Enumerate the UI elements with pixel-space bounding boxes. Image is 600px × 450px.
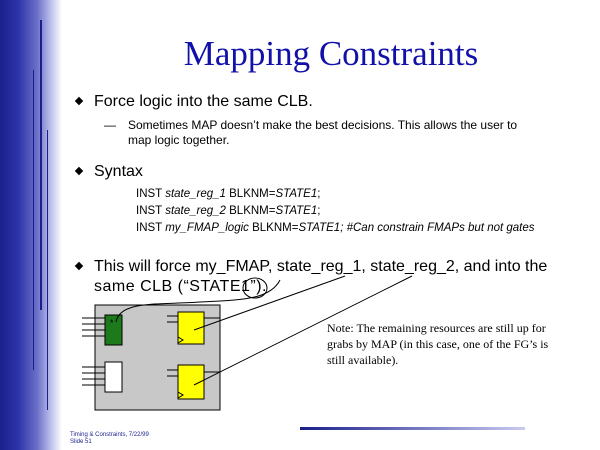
- footer-slide-number: Slide 51: [70, 439, 92, 445]
- footer-title: Timing & Constraints, 7/22/99: [70, 432, 149, 438]
- callout-line: [193, 275, 413, 386]
- sub-bullet-line: Sometimes MAP doesn’t make the best deci…: [128, 118, 518, 132]
- code-line: INST state_reg_1 BLKNM=STATE1;: [136, 188, 321, 200]
- sidebar-stripe: [0, 0, 62, 450]
- fmap-star: *: [110, 318, 114, 328]
- code-line: INST state_reg_2 BLKNM=STATE1;: [136, 205, 321, 217]
- footer: Timing & Constraints, 7/22/99 Slide 51: [70, 432, 149, 446]
- bullet-text: Force logic into the same CLB.: [94, 93, 313, 110]
- code-block: INST state_reg_1 BLKNM=STATE1; INST stat…: [136, 186, 535, 237]
- slide-title: Mapping Constraints: [183, 34, 479, 73]
- sidebar-line: [33, 70, 34, 370]
- callout-ellipse: [242, 277, 268, 299]
- fg-block: [104, 361, 123, 393]
- sub-bullet-line: map logic together.: [128, 133, 230, 147]
- ff-block: [177, 364, 205, 400]
- note-text: Note: The remaining resources are still …: [327, 321, 549, 367]
- bullet-text: same CLB (“STATE1”).: [94, 278, 267, 295]
- sidebar-line: [40, 20, 42, 310]
- bullet-text: Syntax: [94, 163, 143, 180]
- code-line: INST my_FMAP_logic BLKNM=STATE1; #Can co…: [136, 222, 535, 234]
- dash-icon: —: [104, 118, 116, 132]
- callout-line: [193, 275, 346, 331]
- bullet-text: This will force my_FMAP, state_reg_1, st…: [94, 258, 548, 275]
- footer-divider: [300, 427, 525, 430]
- sidebar-line: [47, 130, 48, 410]
